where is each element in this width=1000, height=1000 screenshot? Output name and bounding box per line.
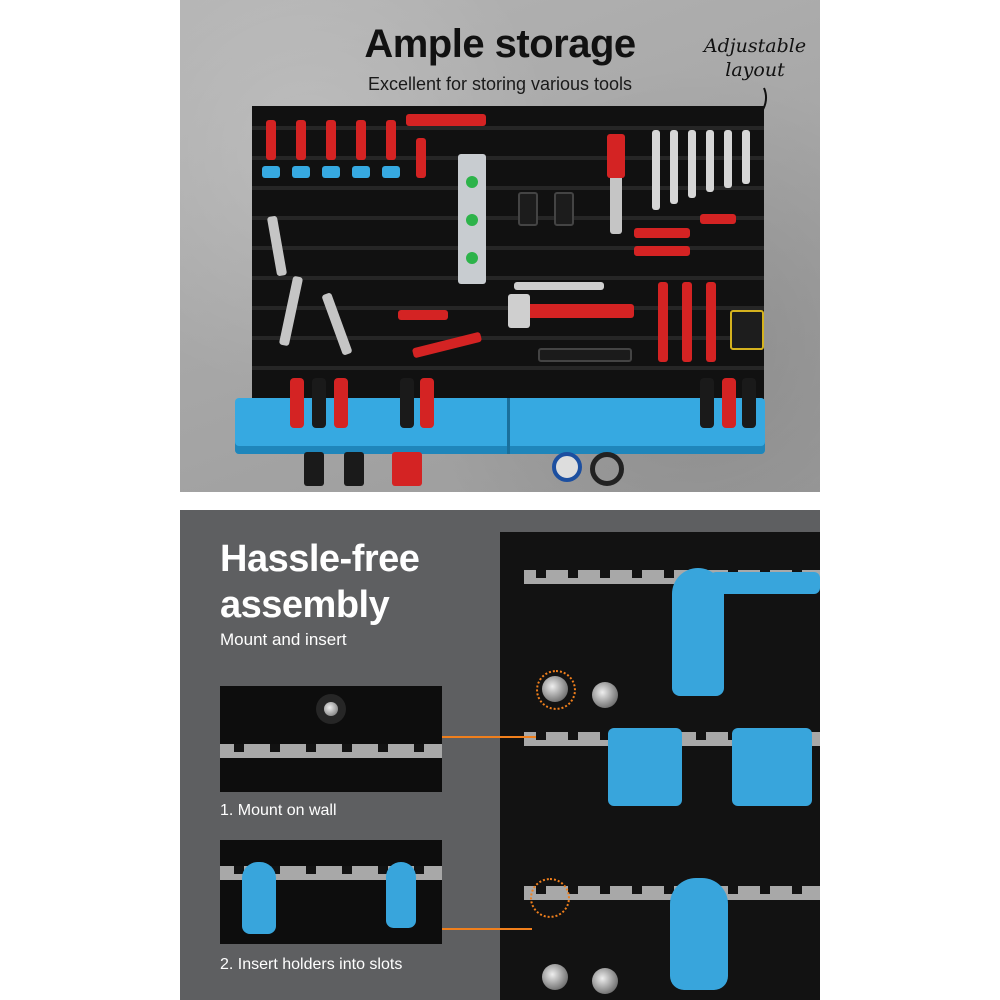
- shelf-divider: [507, 398, 510, 454]
- callout-line-insert: [442, 928, 532, 930]
- pegboard-closeup-photo: [500, 532, 820, 1000]
- clamp-icon: [392, 452, 422, 486]
- screwdriver-icon: [266, 120, 276, 160]
- screw-icon: [542, 964, 568, 990]
- ratchet-handle: [607, 134, 625, 178]
- blue-hook-holder: [242, 862, 276, 934]
- shelf-screwdriver-icon: [312, 378, 326, 428]
- pegboard-slot-row: [252, 366, 764, 370]
- blue-block-holder: [732, 728, 812, 806]
- blue-holder: [262, 166, 280, 178]
- blue-holder: [322, 166, 340, 178]
- slot-strip: [220, 744, 442, 758]
- spanner-icon: [688, 130, 696, 198]
- shelf-screwdriver-icon: [722, 378, 736, 428]
- step-1-caption: 1. Mount on wall: [220, 802, 337, 819]
- level-vial: [466, 176, 478, 188]
- pegboard-slot-row: [252, 276, 764, 280]
- clamp-icon: [344, 452, 364, 486]
- assembly-title-line-1: Hassle-free: [220, 538, 420, 580]
- screw-icon: [592, 968, 618, 994]
- tape-roll-icon: [552, 452, 582, 482]
- hassle-free-assembly-panel: Hassle-free assembly Mount and insert 1.…: [180, 510, 820, 1000]
- clamp-icon: [304, 452, 324, 486]
- level-vial: [466, 214, 478, 226]
- bit-set-icon: [634, 228, 690, 238]
- pegboard-slot-row: [252, 126, 764, 130]
- blue-block-holder: [608, 728, 682, 806]
- blue-holder: [352, 166, 370, 178]
- screwdriver-icon: [682, 282, 692, 362]
- mount-on-wall-photo: [220, 686, 442, 792]
- assembly-subtitle: Mount and insert: [220, 630, 347, 649]
- t-bar-wrench-icon: [514, 282, 604, 290]
- screwdriver-icon: [326, 120, 336, 160]
- blue-hook-holder: [386, 862, 416, 928]
- step-2-caption: 2. Insert holders into slots: [220, 956, 403, 973]
- pegboard-slot-row: [252, 156, 764, 160]
- note-line-2: layout: [725, 59, 785, 81]
- spanner-icon: [670, 130, 678, 204]
- screwdriver-icon: [658, 282, 668, 362]
- note-line-1: Adjustable: [703, 35, 807, 57]
- shelf-screwdriver-icon: [334, 378, 348, 428]
- pegboard-slot-row: [252, 246, 764, 250]
- shelf-screwdriver-icon: [700, 378, 714, 428]
- shelf-screwdriver-icon: [742, 378, 756, 428]
- bit-set-icon: [634, 246, 690, 256]
- pegboard-slot-row: [252, 186, 764, 190]
- pliers-icon: [321, 292, 353, 356]
- insert-holders-photo: [220, 840, 442, 944]
- shelf-screwdriver-icon: [420, 378, 434, 428]
- tape-roll-icon: [590, 452, 624, 486]
- tape-measure-icon: [730, 310, 764, 350]
- t-handle-key-icon: [700, 214, 736, 224]
- level-vial: [466, 252, 478, 264]
- assembly-title: Hassle-free assembly: [220, 536, 420, 628]
- spring-clamp-icon: [518, 192, 538, 226]
- blue-hook-arm: [710, 572, 820, 594]
- water-pump-pliers-icon: [538, 348, 632, 362]
- shelf-screwdriver-icon: [290, 378, 304, 428]
- screw-icon: [592, 682, 618, 708]
- hammer-head: [508, 294, 530, 328]
- screwdriver-icon: [356, 120, 366, 160]
- blue-holder: [382, 166, 400, 178]
- blue-hook-holder: [670, 878, 728, 990]
- spanner-icon: [652, 130, 660, 210]
- callout-circle-screw: [536, 670, 576, 710]
- spanner-icon: [742, 130, 750, 184]
- box-cutter-icon: [406, 114, 486, 126]
- screwdriver-icon: [416, 138, 426, 178]
- pegboard: [252, 106, 764, 406]
- pegboard-slot-row: [252, 336, 764, 340]
- shelf-screwdriver-icon: [400, 378, 414, 428]
- blue-holder: [292, 166, 310, 178]
- adjustable-layout-note: Adjustable layout: [700, 34, 810, 82]
- assembly-title-line-2: assembly: [220, 584, 390, 626]
- bit-set-icon: [398, 310, 448, 320]
- screw-icon: [324, 702, 338, 716]
- hammer-icon: [514, 304, 634, 318]
- spring-clamp-icon: [554, 192, 574, 226]
- ample-storage-panel: Ample storage Excellent for storing vari…: [180, 0, 820, 492]
- spanner-icon: [706, 130, 714, 192]
- screwdriver-icon: [706, 282, 716, 362]
- pegboard-slot-row: [252, 216, 764, 220]
- screwdriver-icon: [386, 120, 396, 160]
- ample-storage-subtitle: Excellent for storing various tools: [367, 74, 633, 94]
- spanner-icon: [724, 130, 732, 188]
- callout-circle-slot: [530, 878, 570, 918]
- screwdriver-icon: [296, 120, 306, 160]
- ample-storage-title: Ample storage: [364, 22, 636, 66]
- callout-line-mount: [442, 736, 536, 738]
